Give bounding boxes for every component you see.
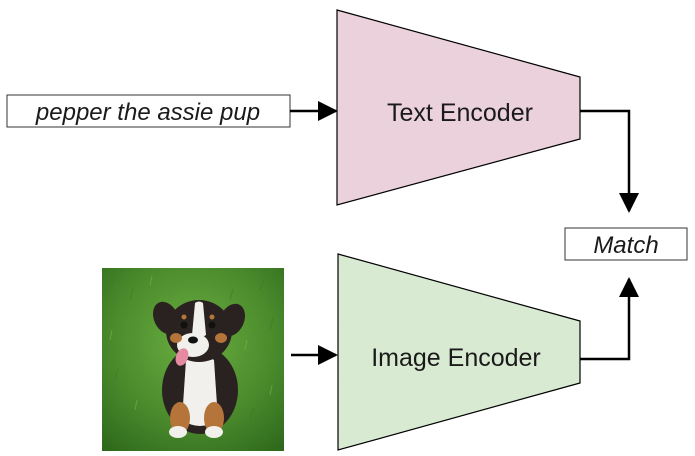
puppy-photo	[102, 268, 284, 451]
match-label: Match	[593, 232, 658, 259]
input-text-label: pepper the assie pup	[35, 99, 260, 126]
text-encoder-block: Text Encoder	[336, 9, 581, 206]
input-text-box: pepper the assie pup	[6, 94, 291, 128]
image-encoder-block: Image Encoder	[337, 253, 581, 451]
image-encoder-shape	[337, 253, 581, 451]
text-encoder-label: Text Encoder	[387, 99, 533, 127]
text-encoder-shape	[336, 9, 581, 206]
match-box: Match	[564, 227, 688, 261]
text-output-connector	[580, 109, 639, 213]
image-output-connector	[580, 277, 639, 361]
image-encoder-label: Image Encoder	[371, 344, 541, 372]
